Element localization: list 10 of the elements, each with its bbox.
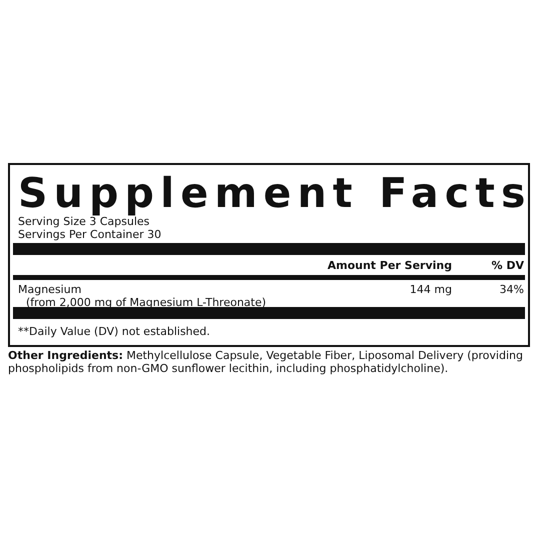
column-header: Amount Per Serving bbox=[327, 259, 452, 272]
ingredients-text: Other Ingredients: Methylcellulose Capsule, Vegetable Fiber, Liposomal Delivery (providing phospholipids from non-GMO sunflower lecithin, including phosphatidylcholine). bbox=[8, 349, 524, 375]
column-header: % DV bbox=[492, 259, 524, 272]
footnote-text: **Daily Value (DV) not established. bbox=[18, 325, 210, 338]
serving-size-text: Serving Size 3 Capsules bbox=[18, 215, 150, 228]
daily-value-percent: 34% bbox=[500, 283, 524, 296]
amount-value: 144 mg bbox=[410, 283, 452, 296]
nutrient-name: Magnesium bbox=[18, 283, 82, 296]
servings-per-container-text: Servings Per Container 30 bbox=[18, 228, 162, 241]
panel-title: Supplement Facts bbox=[18, 169, 532, 217]
